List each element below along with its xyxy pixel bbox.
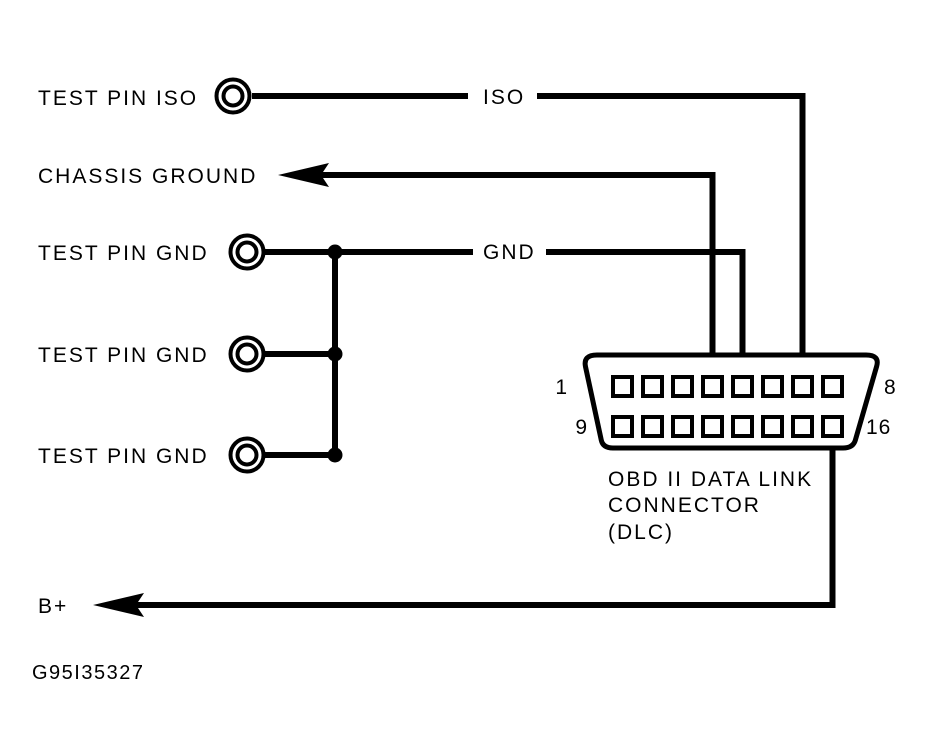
gnd-junction-dot-1 <box>327 244 343 260</box>
gnd-wire <box>265 249 746 378</box>
b-plus-label: B+ <box>38 595 68 618</box>
dlc-pin-4 <box>701 375 724 398</box>
test-pin-gnd-terminal-2 <box>228 335 266 373</box>
chassis-ground-arrowhead-icon <box>278 163 329 187</box>
dlc-caption-line-2: CONNECTOR <box>608 494 761 517</box>
test-pin-gnd-terminal-3 <box>228 436 266 474</box>
dlc-pin-14 <box>761 415 784 438</box>
b-plus-wire <box>135 436 836 608</box>
figure-id-label: G95I35327 <box>32 662 144 684</box>
terminal-inner-ring <box>235 443 259 467</box>
test-pin-gnd-terminal-1 <box>228 233 266 271</box>
dlc-pin-5 <box>731 375 754 398</box>
test-pin-iso-label: TEST PIN ISO <box>38 87 198 110</box>
gnd-junctions <box>327 244 343 463</box>
dlc-pin-1 <box>611 375 634 398</box>
test-pin-iso-terminal <box>214 77 252 115</box>
dlc-pin-10 <box>641 415 664 438</box>
pin-1-label: 1 <box>555 376 568 399</box>
dlc-pin-2 <box>641 375 664 398</box>
terminal-inner-ring <box>221 84 245 108</box>
dlc-pin-8 <box>821 375 844 398</box>
terminal-inner-ring <box>235 240 259 264</box>
pin-8-label: 8 <box>884 376 897 399</box>
iso-wire <box>252 93 806 378</box>
dlc-pin-6 <box>761 375 784 398</box>
test-pin-gnd-label-3: TEST PIN GND <box>38 445 209 468</box>
dlc-pin-3 <box>671 375 694 398</box>
dlc-pins <box>611 375 844 438</box>
dlc-caption-line-1: OBD II DATA LINK <box>608 468 813 491</box>
dlc-pin-15 <box>791 415 814 438</box>
dlc-pin-9 <box>611 415 634 438</box>
dlc-pin-12 <box>701 415 724 438</box>
iso-wire-label: ISO <box>483 86 525 109</box>
gnd-junction-dot-2 <box>327 346 343 362</box>
test-pin-gnd-label-1: TEST PIN GND <box>38 242 209 265</box>
test-pin-gnd-label-2: TEST PIN GND <box>38 344 209 367</box>
dlc-pin-7 <box>791 375 814 398</box>
dlc-pin-11 <box>671 415 694 438</box>
dlc-pin-13 <box>731 415 754 438</box>
chassis-ground-wire <box>318 172 716 378</box>
gnd-junction-dot-3 <box>327 447 343 463</box>
dlc-pin-16 <box>821 415 844 438</box>
pin-9-label: 9 <box>575 416 588 439</box>
dlc-caption-line-3: (DLC) <box>608 521 674 544</box>
gnd-wire-label: GND <box>483 241 536 264</box>
pin-16-label: 16 <box>866 416 891 439</box>
chassis-ground-label: CHASSIS GROUND <box>38 165 257 188</box>
b-plus-arrowhead-icon <box>93 593 144 617</box>
terminal-inner-ring <box>235 342 259 366</box>
